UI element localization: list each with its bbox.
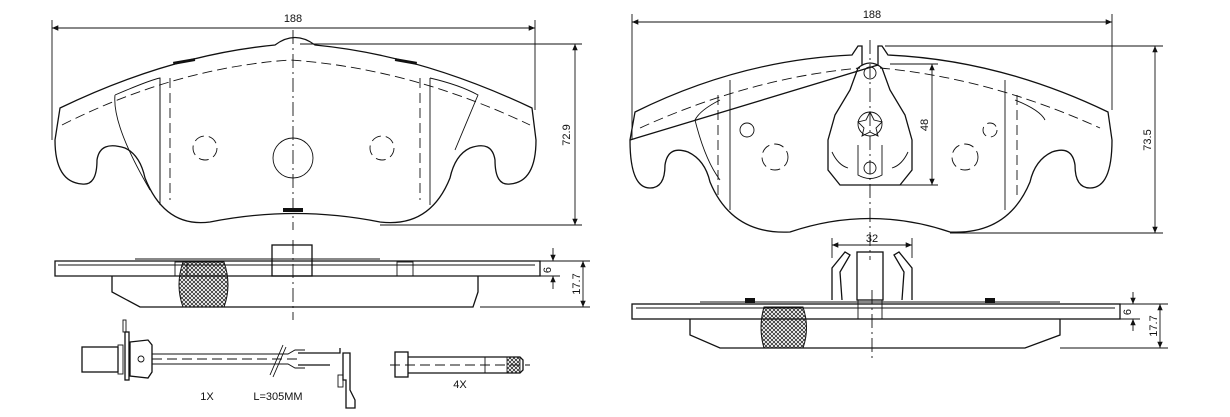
- left-pad-width-dimension: 188: [51, 13, 536, 140]
- clip-height-label: 48: [919, 119, 931, 131]
- right-total-thickness-label: 17.7: [1148, 315, 1160, 336]
- bolt-quantity-label: 4X: [453, 379, 467, 391]
- sensor-length-label: L=305MM: [253, 391, 302, 403]
- wear-sensor: 1X L=305MM: [81, 319, 356, 409]
- sensor-quantity-label: 1X: [200, 391, 214, 403]
- clip-width-label: 32: [866, 233, 878, 245]
- left-pad-height-dimension: 72.9: [300, 43, 582, 226]
- guide-bolt: 4X: [390, 351, 530, 391]
- left-pad-front-view: [54, 30, 537, 230]
- right-pad-front-view: [629, 40, 1113, 260]
- left-total-thickness-label: 17.7: [571, 273, 583, 294]
- right-pad-height-label: 73.5: [1142, 129, 1154, 150]
- left-pad-width-label: 188: [284, 13, 302, 25]
- clip-height-dimension: 48: [890, 63, 938, 186]
- right-pad-width-dimension: 188: [631, 9, 1113, 140]
- right-pad-width-label: 188: [863, 9, 881, 21]
- left-pad-side-view: 6 17.7: [54, 240, 590, 320]
- right-pad-height-dimension: 73.5: [885, 45, 1163, 234]
- left-plate-thickness-label: 6: [542, 267, 554, 273]
- left-pad-height-label: 72.9: [561, 124, 573, 145]
- right-plate-thickness-label: 6: [1122, 309, 1134, 315]
- right-pad-side-view: 32 6 17.7: [631, 233, 1168, 362]
